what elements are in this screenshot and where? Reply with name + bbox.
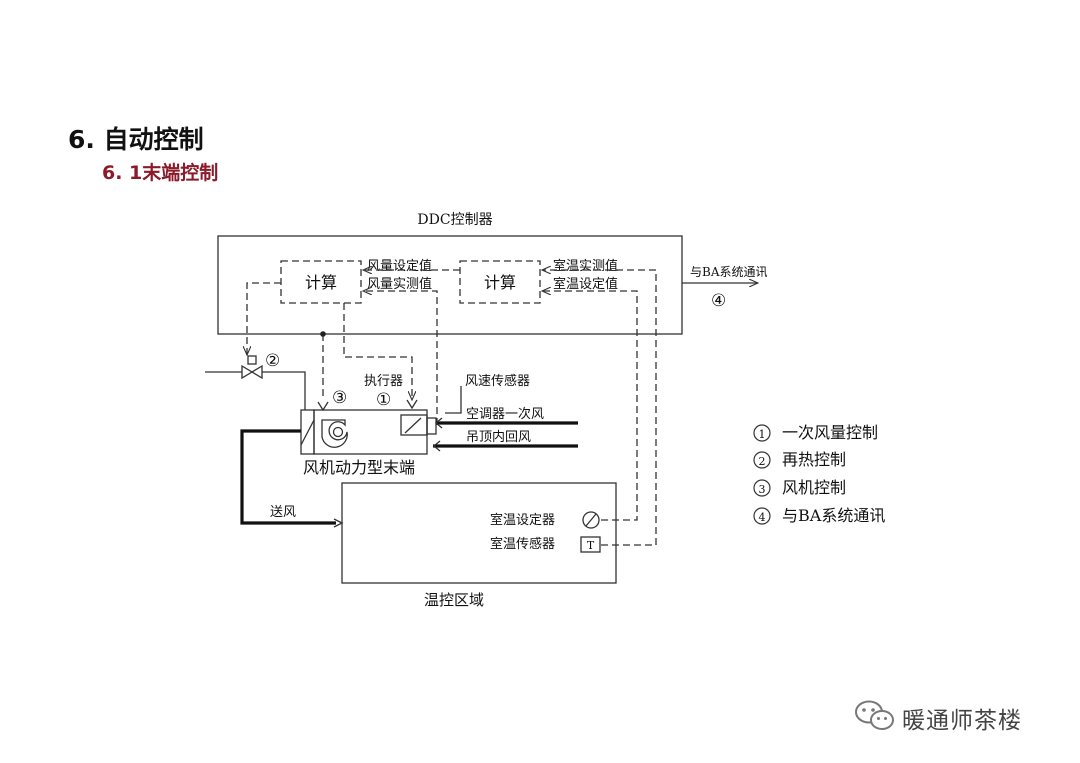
junction-dot xyxy=(320,331,326,337)
room-temp-measured-label: 室温实测值 xyxy=(553,258,618,274)
marker-1-diagram: ① xyxy=(376,390,391,410)
airspeed-sensor-leader xyxy=(445,386,462,414)
ddc-controller-box xyxy=(217,235,683,335)
fan-icon xyxy=(321,419,348,448)
legend-label-1: 一次风量控制 xyxy=(782,423,878,442)
legend-label-4: 与BA系统通讯 xyxy=(782,506,885,525)
legend-item-3: 3 风机控制 xyxy=(753,478,846,497)
legend-num-2: 2 xyxy=(759,455,766,468)
legend-num-4: 4 xyxy=(759,511,766,524)
airflow-setpoint-label: 风量设定值 xyxy=(367,258,432,274)
supply-air-label: 送风 xyxy=(270,505,296,520)
supply-air-duct xyxy=(240,429,336,525)
reheat-pipe-right xyxy=(262,371,306,410)
sensor-letter: T xyxy=(587,539,595,552)
page-title: 6. 自动控制 xyxy=(68,125,204,154)
valve-symbol xyxy=(241,364,254,380)
calc-box-left xyxy=(280,260,362,304)
signal-actuator xyxy=(343,303,412,400)
valve-actuator-square xyxy=(247,355,257,365)
ba-comm-label: 与BA系统通讯 xyxy=(690,265,768,279)
primary-air-label: 空调器一次风 xyxy=(466,406,544,422)
room-temp-sensor-label: 室温传感器 xyxy=(490,536,555,552)
signal-room-temp-measured xyxy=(542,270,657,546)
actuator-label: 执行器 xyxy=(364,374,403,389)
watermark-text: 暖通师茶楼 xyxy=(902,708,1022,734)
legend-item-1: 1 一次风量控制 xyxy=(753,423,878,442)
temp-zone-box xyxy=(341,482,617,584)
legend-label-3: 风机控制 xyxy=(782,478,846,497)
legend-label-2: 再热控制 xyxy=(782,450,846,469)
airspeed-sensor-label: 风速传感器 xyxy=(465,373,530,389)
room-temp-setter-icon xyxy=(582,511,600,529)
airspeed-sensor xyxy=(426,417,437,435)
calc-right-label: 计算 xyxy=(484,273,516,292)
temp-zone-label: 温控区域 xyxy=(424,591,484,609)
room-temp-sensor-icon xyxy=(580,536,601,553)
valve-symbol-right xyxy=(250,364,263,380)
fan-terminal-label: 风机动力型末端 xyxy=(303,458,415,477)
legend-num-3: 3 xyxy=(759,483,766,496)
legend-item-2: 2 再热控制 xyxy=(753,450,846,469)
section-subtitle: 6. 1末端控制 xyxy=(102,162,219,184)
signal-reheat xyxy=(247,282,281,355)
room-temp-setpoint-label: 室温设定值 xyxy=(553,276,618,292)
room-temp-setter-label: 室温设定器 xyxy=(490,512,555,528)
legend-num-1: 1 xyxy=(759,428,766,441)
signal-airflow-measured xyxy=(363,291,438,425)
marker-4-diagram: ④ xyxy=(711,291,726,311)
airflow-measured-label: 风量实测值 xyxy=(367,276,432,292)
ddc-controller-label: DDC控制器 xyxy=(417,212,492,228)
ceiling-return-label: 吊顶内回风 xyxy=(466,429,531,445)
signal-room-temp-setpoint xyxy=(542,291,638,521)
calc-left-label: 计算 xyxy=(305,273,337,292)
legend-item-4: 4 与BA系统通讯 xyxy=(753,506,885,525)
marker-3-diagram: ③ xyxy=(332,388,347,408)
wechat-icon xyxy=(855,700,894,730)
fan-control-arrow xyxy=(317,401,329,412)
calc-box-right xyxy=(459,260,541,304)
legend: 1 一次风量控制 2 再热控制 3 风机控制 4 与BA系统通讯 xyxy=(753,423,885,525)
marker-2-diagram: ② xyxy=(265,351,280,371)
